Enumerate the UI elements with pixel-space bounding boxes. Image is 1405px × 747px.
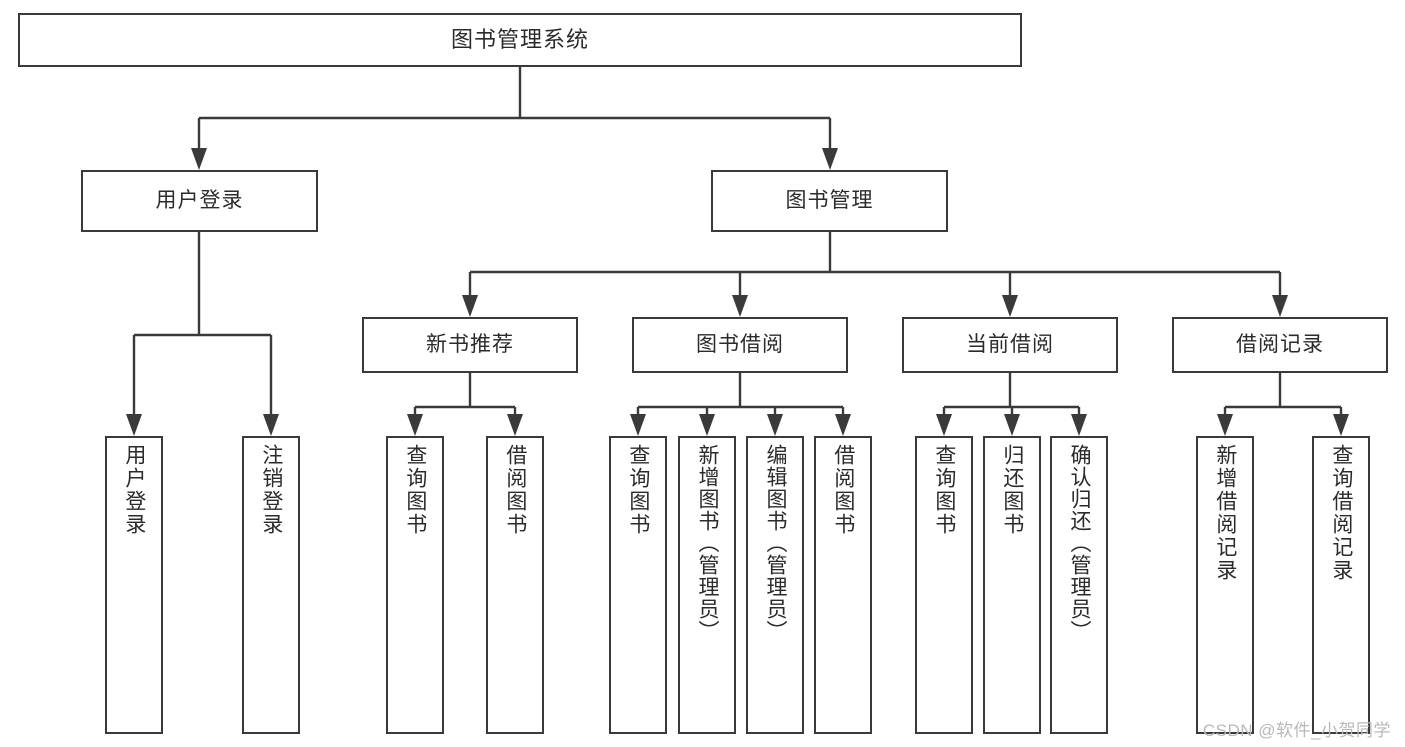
node-label: 注销登录: [259, 444, 283, 536]
node-leaf-add-book[interactable]: 新增图书（管理员）: [678, 436, 736, 734]
node-new-book-recommend[interactable]: 新书推荐: [362, 317, 578, 373]
node-book-management[interactable]: 图书管理: [711, 170, 948, 232]
node-user-login[interactable]: 用户登录: [81, 170, 318, 232]
node-book-borrow[interactable]: 图书借阅: [632, 317, 848, 373]
node-label: 图书借阅: [696, 333, 784, 357]
node-leaf-query-book-borrow[interactable]: 查询图书: [609, 436, 667, 734]
node-borrow-record[interactable]: 借阅记录: [1172, 317, 1388, 373]
node-leaf-confirm-return[interactable]: 确认归还（管理员）: [1050, 436, 1108, 734]
node-leaf-borrow-book-recommend[interactable]: 借阅图书: [486, 436, 544, 734]
node-label: 用户登录: [155, 189, 244, 213]
node-label: 查询借阅记录: [1329, 444, 1353, 582]
node-leaf-user-logout[interactable]: 注销登录: [242, 436, 300, 734]
node-label: 确认归还（管理员）: [1068, 444, 1092, 642]
node-label: 新增图书（管理员）: [696, 444, 720, 642]
node-label: 图书管理系统: [450, 26, 589, 52]
node-label: 借阅记录: [1236, 333, 1324, 357]
node-label: 查询图书: [932, 444, 956, 536]
node-root-system[interactable]: 图书管理系统: [18, 13, 1022, 67]
node-label: 查询图书: [626, 444, 650, 536]
node-leaf-return-book[interactable]: 归还图书: [983, 436, 1041, 734]
node-current-borrow[interactable]: 当前借阅: [902, 317, 1118, 373]
node-label: 用户登录: [122, 444, 146, 536]
node-label: 归还图书: [1000, 444, 1024, 536]
node-label: 借阅图书: [503, 444, 527, 536]
node-leaf-add-borrow-record[interactable]: 新增借阅记录: [1196, 436, 1254, 734]
node-leaf-borrow-book[interactable]: 借阅图书: [814, 436, 872, 734]
node-label: 查询图书: [403, 444, 427, 536]
node-leaf-query-book-recommend[interactable]: 查询图书: [386, 436, 444, 734]
csdn-watermark: CSDN @软件_小贺同学: [1202, 721, 1391, 740]
node-leaf-edit-book[interactable]: 编辑图书（管理员）: [746, 436, 804, 734]
node-label: 当前借阅: [966, 333, 1054, 357]
node-leaf-user-login[interactable]: 用户登录: [105, 436, 163, 734]
node-label: 新增借阅记录: [1213, 444, 1237, 582]
node-label: 新书推荐: [426, 333, 514, 357]
node-label: 借阅图书: [831, 444, 855, 536]
node-leaf-query-borrow-record[interactable]: 查询借阅记录: [1312, 436, 1370, 734]
node-leaf-query-book-current[interactable]: 查询图书: [915, 436, 973, 734]
node-label: 图书管理: [785, 189, 874, 213]
node-label: 编辑图书（管理员）: [764, 444, 788, 642]
